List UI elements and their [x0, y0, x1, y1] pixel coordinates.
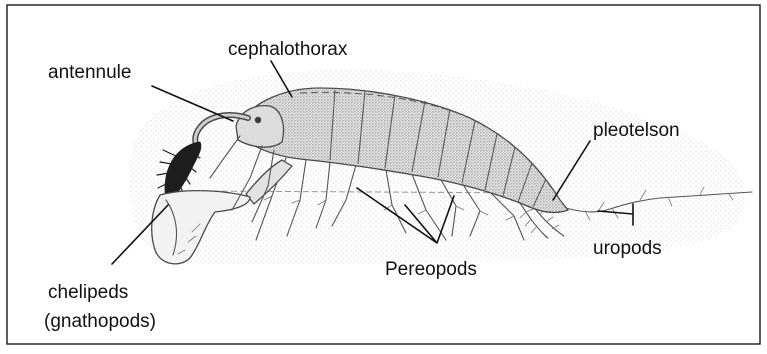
label-cephalothorax: cephalothorax — [228, 39, 348, 60]
label-antennule: antennule — [48, 62, 131, 83]
eye — [255, 117, 261, 123]
label-pleotelson: pleotelson — [593, 120, 680, 141]
label-chelipeds: chelipeds — [48, 282, 128, 303]
label-gnathopods: (gnathopods) — [44, 311, 156, 332]
label-pereopods: Pereopods — [385, 259, 477, 280]
label-uropods: uropods — [593, 238, 662, 259]
